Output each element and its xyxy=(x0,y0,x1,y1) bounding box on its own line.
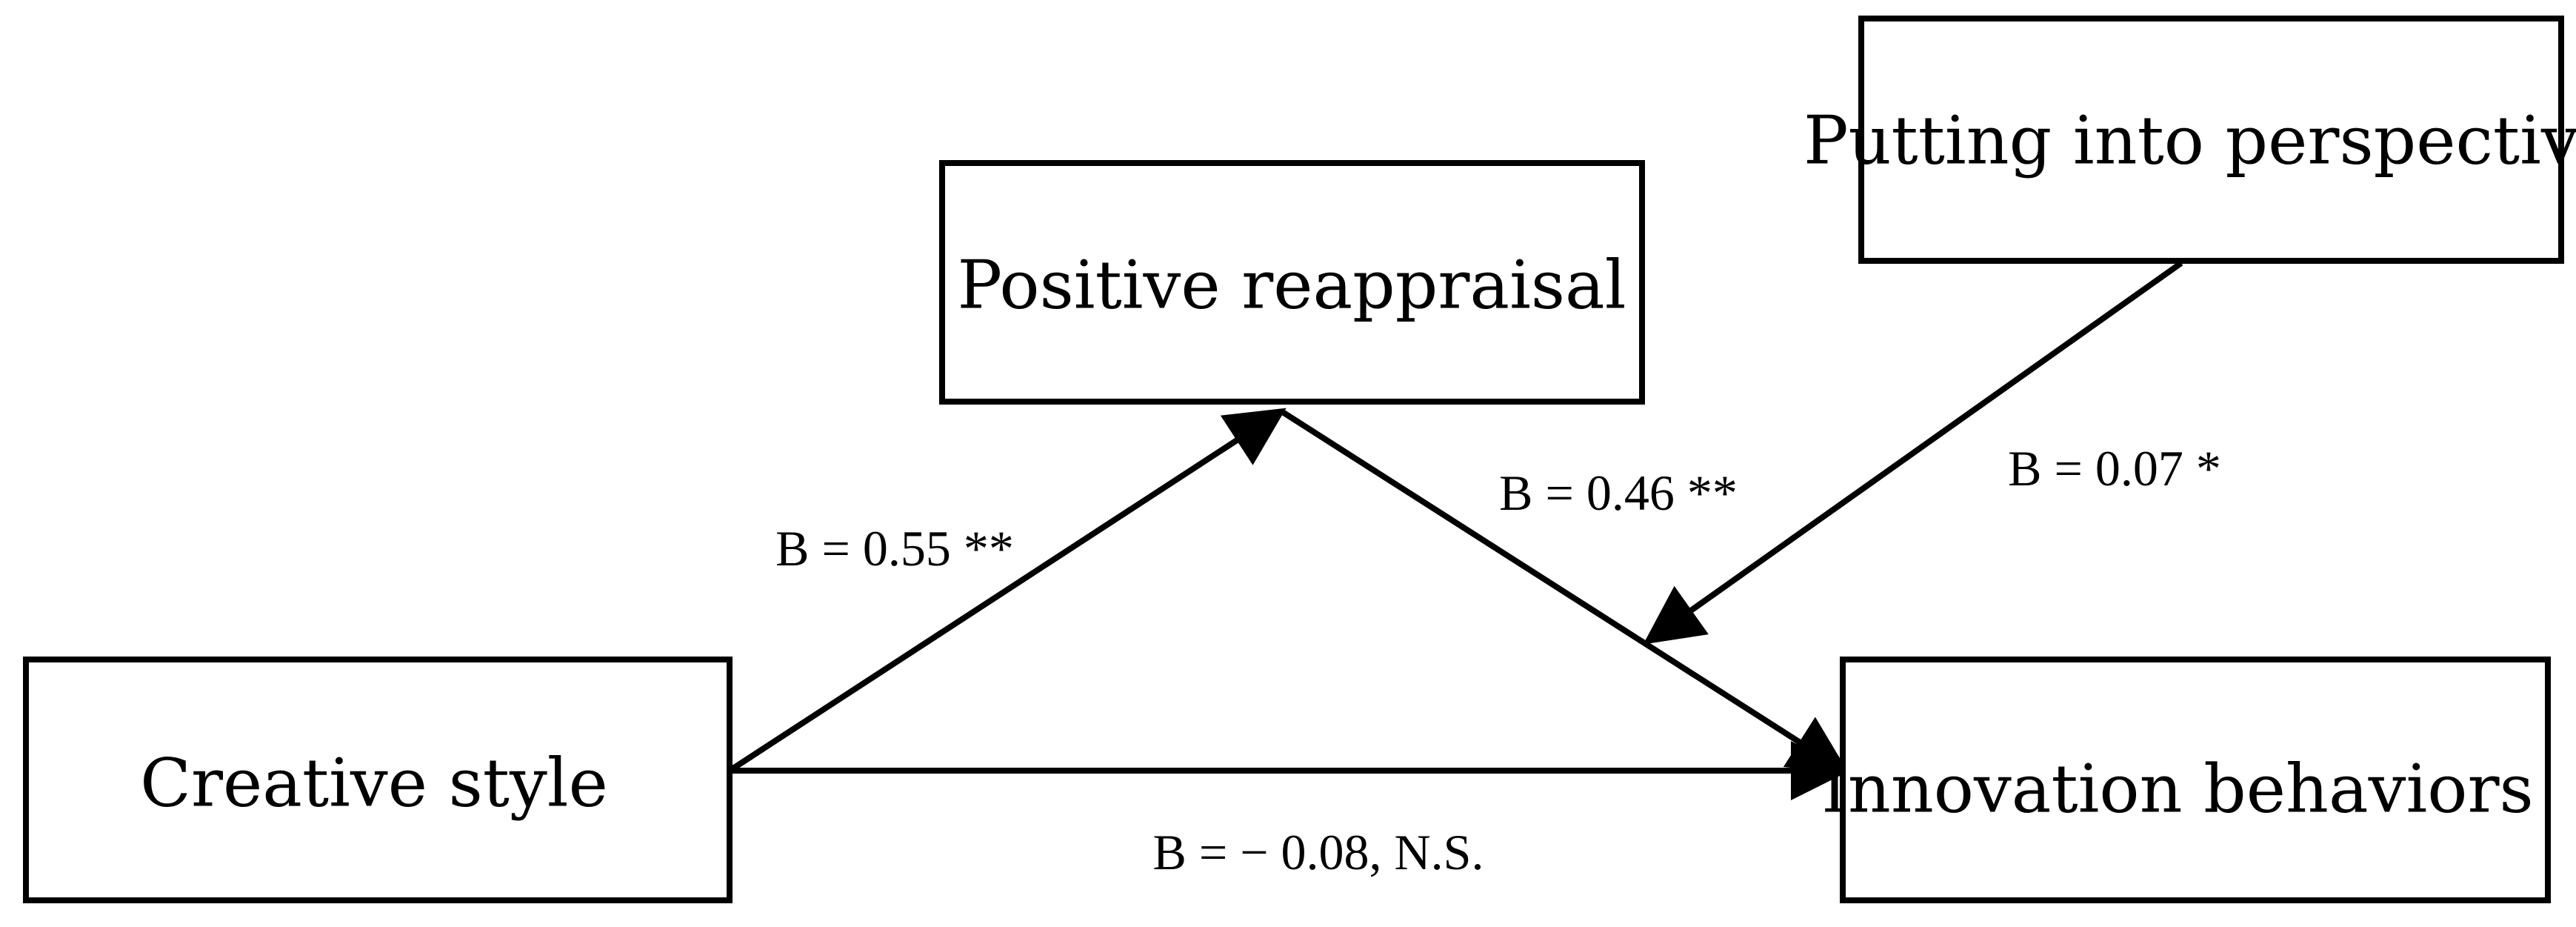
edge-perspective-moderation xyxy=(1643,260,2183,645)
node-putting-into-perspective: Putting into perspective xyxy=(1803,16,2576,264)
node-innovation-behaviors-label: Innovation behaviors xyxy=(1821,751,2533,828)
node-positive-reappraisal-label: Positive reappraisal xyxy=(958,247,1626,325)
edge-label-reappraisal-to-innovation: B = 0.46 ** xyxy=(1499,465,1738,521)
edge-label-perspective-moderation: B = 0.07 * xyxy=(2008,440,2221,496)
edge-label-creative-to-innovation: B = − 0.08, N.S. xyxy=(1153,824,1484,880)
node-innovation-behaviors: Innovation behaviors xyxy=(1821,657,2551,903)
node-putting-into-perspective-label: Putting into perspective xyxy=(1803,102,2576,180)
edge-reappraisal-to-innovation xyxy=(1279,408,1849,774)
node-positive-reappraisal: Positive reappraisal xyxy=(939,160,1645,405)
edge-creative-to-reappraisal xyxy=(727,408,1287,774)
node-creative-style: Creative style xyxy=(23,657,733,903)
node-creative-style-label: Creative style xyxy=(140,745,608,823)
edge-label-creative-to-reappraisal: B = 0.55 ** xyxy=(775,520,1014,577)
